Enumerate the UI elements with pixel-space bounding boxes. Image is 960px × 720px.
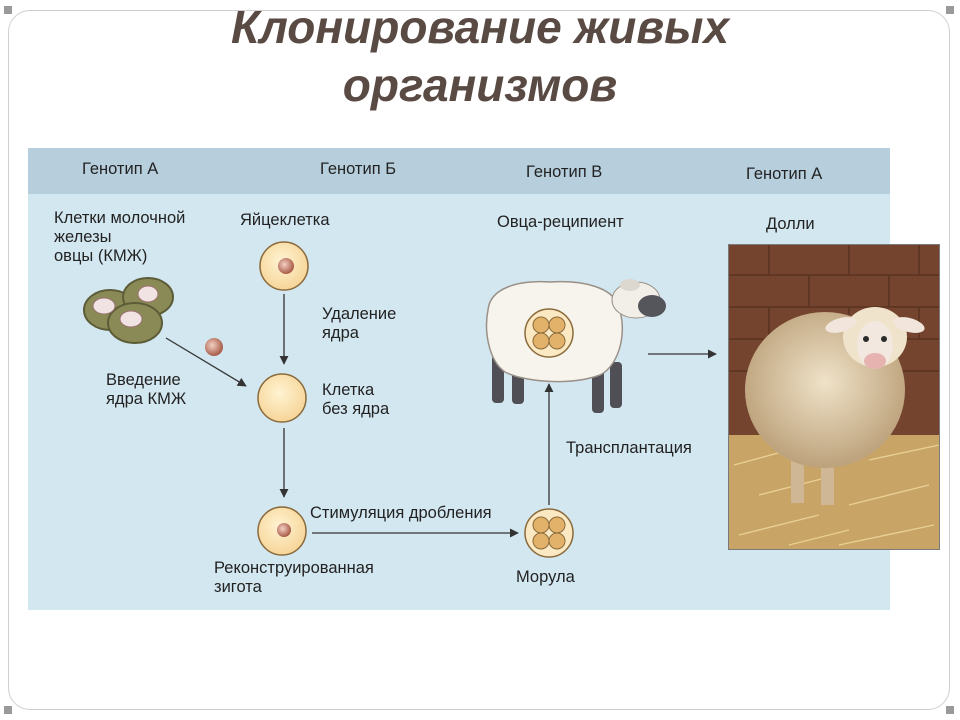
arrow-nucleus-insertion bbox=[165, 337, 247, 387]
mammary-cells-label: Клетки молочной железы овцы (КМЖ) bbox=[54, 209, 186, 265]
corner-marker-top-left bbox=[4, 6, 12, 14]
genotype-label-2: Генотип Б bbox=[320, 160, 397, 178]
dolly-illustration bbox=[729, 245, 939, 549]
slide-title-line-1: Клонирование живых bbox=[230, 1, 730, 53]
genotype-header-band bbox=[28, 148, 890, 194]
genotype-label-3: Генотип В bbox=[526, 163, 603, 181]
genotype-label-4: Генотип А bbox=[746, 165, 823, 183]
egg-cell-label: Яйцеклетка bbox=[240, 211, 330, 229]
isolated-nucleus bbox=[205, 338, 223, 356]
transplantation-label: Трансплантация bbox=[566, 439, 692, 457]
egg-cell-illustration bbox=[259, 241, 309, 291]
morula-label: Морула bbox=[516, 568, 575, 586]
recipient-sheep-illustration bbox=[485, 279, 666, 413]
cleavage-stimulation-label: Стимуляция дробления bbox=[310, 504, 492, 522]
corner-marker-top-right bbox=[946, 6, 954, 14]
morula-illustration bbox=[524, 508, 574, 558]
enucleated-cell-label: Клетка без ядра bbox=[322, 381, 390, 418]
nucleus-insertion-label: Введение ядра КМЖ bbox=[106, 371, 187, 408]
genotype-label-1: Генотип А bbox=[82, 160, 159, 178]
slide-title-line-2: организмов bbox=[342, 59, 618, 111]
dolly-label: Долли bbox=[766, 215, 815, 233]
corner-marker-bottom-left bbox=[4, 706, 12, 714]
dolly-photo bbox=[728, 244, 940, 550]
enucleated-cell-illustration bbox=[257, 373, 307, 423]
recipient-sheep-label: Овца-реципиент bbox=[497, 213, 624, 231]
nucleus-removal-label: Удаление ядра bbox=[322, 305, 397, 342]
mammary-cells-illustration bbox=[83, 277, 174, 344]
corner-marker-bottom-right bbox=[946, 706, 954, 714]
reconstructed-zygote-label: Реконструированная зигота bbox=[214, 559, 374, 596]
reconstructed-zygote-illustration bbox=[257, 506, 307, 556]
